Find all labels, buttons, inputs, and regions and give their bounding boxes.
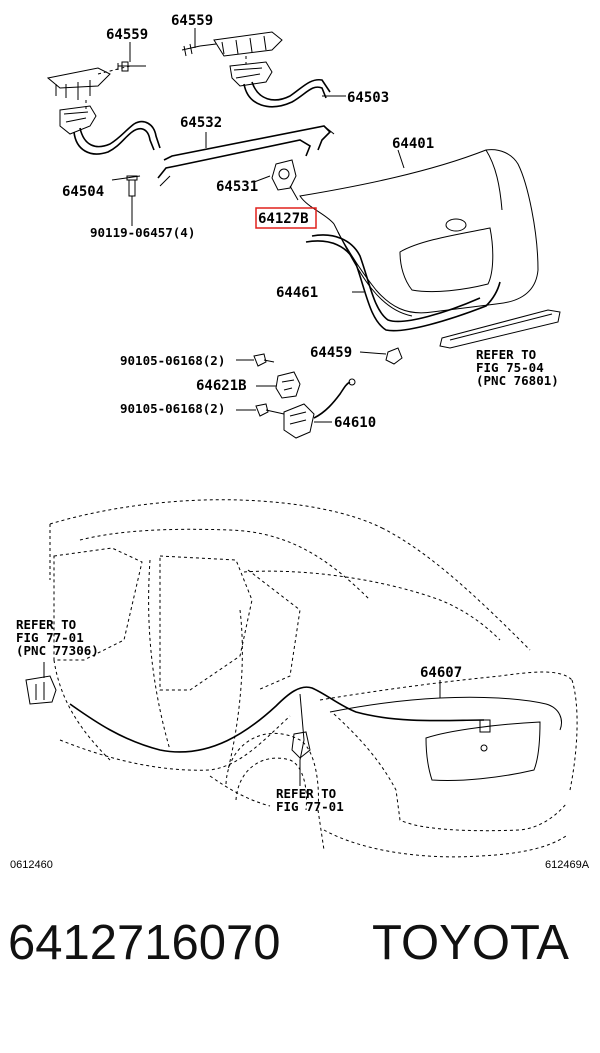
label-64504: 64504 [62,184,104,200]
weatherstrip-64461 [305,234,501,332]
brand-name: TOYOTA [372,916,569,970]
hinge-bracket-right [213,31,283,87]
stopper-64127b-icon [271,159,297,191]
label-64503: 64503 [347,90,389,106]
refer-note-fig-77-01: REFER TO FIG 77-01 [276,786,344,814]
label-64401: 64401 [392,136,434,152]
garnish-strip [439,309,561,349]
label-64461: 64461 [276,285,318,301]
lock-assembly-64610-icon [283,378,356,439]
release-cable-64607 [69,686,485,761]
leader-lines-top [111,28,405,423]
label-90105-06168-upper: 90105-06168(2) [120,353,225,368]
hinge-arm-64504 [73,120,161,155]
leader-lines-bottom [43,662,441,786]
label-64559-left: 64559 [106,27,148,43]
hinge-bracket-left [46,65,131,135]
refer-note-1-line-1: REFER TO [476,347,536,362]
refer-note-fig-77-01-pnc: REFER TO FIG 77-01 (PNC 77306) [16,617,99,658]
diagram-code-left: 0612460 [10,859,53,871]
label-90105-06168-lower: 90105-06168(2) [120,401,225,416]
cushion-64459-icon [385,347,403,365]
torsion-bar-64531 [157,139,311,187]
refer-note-1-line-2: FIG 75-04 [476,360,544,375]
footer: 6412716070 TOYOTA [0,915,600,1005]
highlight-box-64127b [255,207,317,229]
refer-note-1-line-3: (PNC 76801) [476,373,559,388]
trunk-lid-64401 [299,149,539,317]
label-64459: 64459 [310,345,352,361]
hinge-arm-64503 [243,78,331,108]
torsion-bar-64532 [163,125,335,161]
bolt-90119-icon [126,175,138,197]
label-64621b: 64621B [196,378,247,394]
refer-note-3-line-2: FIG 77-01 [276,799,344,814]
bolt-64559-left-icon [117,61,146,72]
screw-90105-lower-icon [255,403,285,417]
cable-bracket-icon [291,731,311,759]
screw-90105-upper-icon [253,353,275,367]
refer-note-3-line-1: REFER TO [276,786,336,801]
label-64127b: 64127B [258,211,309,227]
label-90119-06457: 90119-06457(4) [90,225,195,240]
label-64559-right: 64559 [171,13,213,29]
opener-lever-icon [25,675,57,705]
diagram-code-right: 612469A [545,859,590,871]
refer-note-2-line-1: REFER TO [16,617,76,632]
refer-note-2-line-3: (PNC 77306) [16,643,99,658]
refer-note-2-line-2: FIG 77-01 [16,630,84,645]
label-64607: 64607 [420,665,462,681]
parts-diagram: 64559 64559 64503 64532 64401 64504 6453… [10,13,590,871]
car-body-outline [49,499,578,858]
refer-note-fig-75-04: REFER TO FIG 75-04 (PNC 76801) [476,347,559,388]
label-64532: 64532 [180,115,222,131]
trunk-lid-car [329,696,562,782]
label-64531: 64531 [216,179,258,195]
striker-64621b-icon [275,371,301,399]
bolt-64559-right-icon [181,43,217,57]
part-number: 6412716070 [8,916,281,970]
label-64610: 64610 [334,415,376,431]
